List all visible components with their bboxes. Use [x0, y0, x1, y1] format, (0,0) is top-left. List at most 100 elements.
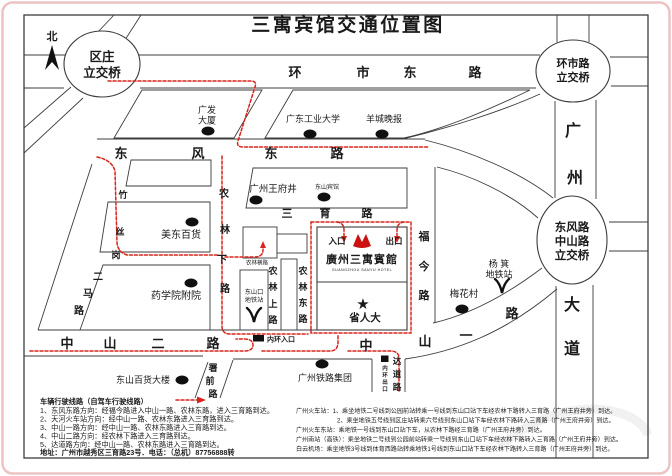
inner-ring-entry-marker — [253, 335, 264, 342]
poi-label: 美东百货 — [161, 228, 201, 241]
map-line — [310, 221, 412, 334]
road-label-char: 州 — [566, 169, 583, 187]
road-label-char: 育 — [320, 206, 331, 220]
poi-dot — [317, 192, 331, 202]
road-label-char: 山 — [103, 336, 116, 351]
map-border — [23, 14, 649, 459]
road-label-char: 农 — [297, 265, 308, 276]
map-line — [404, 288, 558, 360]
poi-label: 广东工业大学 — [286, 113, 340, 124]
poi-label: 梅花村 — [450, 288, 479, 300]
road-label-char: 风 — [191, 146, 204, 161]
map-line — [29, 338, 254, 352]
quzhuang-circle — [63, 30, 141, 98]
road-label-char: 丝 — [115, 226, 124, 237]
poi-label: 广州铁路集团 — [298, 372, 352, 383]
road-label-char: 农 — [218, 187, 229, 200]
quzhuang-label: 立交桥 — [83, 65, 121, 80]
renda-label: 省人大 — [348, 311, 381, 324]
road-label-char: 农 — [267, 265, 278, 276]
page-title: 三寓宾馆交通位置图 — [251, 13, 445, 36]
dfzs-label: 东风路 — [555, 220, 590, 234]
road-label-char: 中 — [60, 336, 73, 351]
legend-row: 2、乘坐地铁五号线到区庄站转乘六号线到东山口站下车经农林下路转入三育路（广州王府… — [337, 417, 615, 425]
road-label-char: 东 — [403, 65, 416, 80]
map-line — [224, 246, 264, 258]
legend-left: 车辆行驶线路（自驾车行驶线路） 1、东风东路方向：经福今路进入中山一路、农林东路… — [40, 397, 274, 457]
road-label-char: 口 — [382, 386, 388, 393]
driving-route-dashed — [29, 80, 429, 401]
map-line — [125, 159, 212, 187]
legend-address: 地址：广州市越秀区三育路23号．电话：（总机）87756888转 — [40, 448, 235, 457]
legend-row: 1、东风东路方向：经福今路进入中山一路、农林东路，进入三育路到达。 — [40, 406, 274, 415]
road-label-char: 路 — [220, 282, 231, 295]
map-line — [432, 267, 543, 324]
map-line — [396, 221, 405, 238]
hotel-entrance-label: 入口 — [327, 236, 345, 246]
road-label-char: 广 — [565, 121, 581, 140]
map-line — [261, 333, 339, 352]
legend-row: 白云机场：乘坐地铁3号线到体育西路站转乘地铁1号线到东山口站下车经农林下路转入三… — [296, 445, 614, 453]
map-line — [260, 241, 266, 248]
road-label-char: 下 — [217, 254, 227, 266]
road-label-char: 福 — [418, 229, 430, 243]
dongshankou-station-label: 东山口 — [245, 288, 264, 296]
road-label-char: 路 — [505, 306, 519, 321]
metro-logo-icon — [245, 306, 263, 323]
huanshilu-circle — [535, 39, 611, 103]
poi-dot — [201, 126, 215, 136]
legend-row: 广州南站（高铁）：乘坐地铁二号线到公园前站转乘一号线到东山口站下车经农林下路转入… — [296, 436, 622, 444]
metro-logo-icon — [493, 277, 511, 294]
map-line — [37, 163, 93, 331]
map-line — [245, 167, 408, 209]
road-label-char: 岗 — [111, 249, 120, 260]
road-label-char: 二 — [151, 336, 164, 351]
poi-dot — [249, 195, 263, 205]
map-line — [23, 86, 72, 129]
road-label-char: 竹 — [117, 189, 127, 200]
dfzs-circle — [536, 195, 608, 285]
map-line — [107, 80, 429, 148]
road-label-char: 东 — [264, 146, 277, 161]
road-label-char: 东 — [114, 146, 127, 161]
road-label-char: 路 — [208, 388, 218, 399]
star-icon: ★ — [356, 296, 369, 313]
map-line — [242, 226, 278, 259]
compass-label: 北 — [47, 29, 58, 43]
map-line — [436, 166, 539, 219]
poi-dot — [375, 129, 389, 139]
road-label-char: 道 — [564, 339, 580, 358]
road-label-char: 路 — [298, 313, 308, 324]
road-lines — [23, 14, 649, 459]
map-line — [197, 396, 206, 404]
map-line — [99, 201, 211, 253]
map-line — [280, 258, 298, 331]
road-label-char: 一 — [459, 328, 472, 343]
road-label-char: 林 — [268, 281, 278, 292]
poi-label: 广州王府井 — [249, 183, 297, 195]
north-arrow-icon — [45, 45, 59, 70]
map-line — [336, 221, 345, 238]
poi-layer: 广发大厦广东工业大学羊城晚报广州王府井东山宾馆美东百货药学院附院东山百货大楼广州… — [116, 104, 513, 385]
huanshilu-label: 立交桥 — [557, 70, 591, 84]
road-label-char: 路 — [330, 146, 344, 161]
legend-row: 4、中山二路方向：经农林下路进入三育路到达。 — [40, 432, 195, 441]
poi-label: 大厦 — [198, 115, 216, 126]
road-label-char: 路 — [393, 382, 402, 392]
road-label-char: 道 — [393, 369, 402, 379]
interchange-labels: 区庄 立交桥 环市路 立交桥 东风路 中山路 立交桥 — [83, 49, 590, 262]
road-label-char: 路 — [74, 304, 85, 317]
road-label-char: 出 — [382, 378, 388, 386]
poi-label: 药学院附院 — [151, 289, 201, 302]
poi-dot — [455, 304, 469, 314]
hotel-name-en: GUANGZHOU SANYU HOTEL — [332, 268, 392, 272]
road-label-char: 路 — [206, 336, 220, 351]
poi-dot — [315, 359, 329, 369]
map-line — [347, 350, 400, 392]
map-line — [341, 236, 347, 243]
road-label-char: 路 — [468, 65, 482, 80]
road-label-char: 环 — [288, 65, 301, 80]
map-line — [96, 156, 219, 256]
poi-label: 羊城晚报 — [366, 113, 402, 124]
